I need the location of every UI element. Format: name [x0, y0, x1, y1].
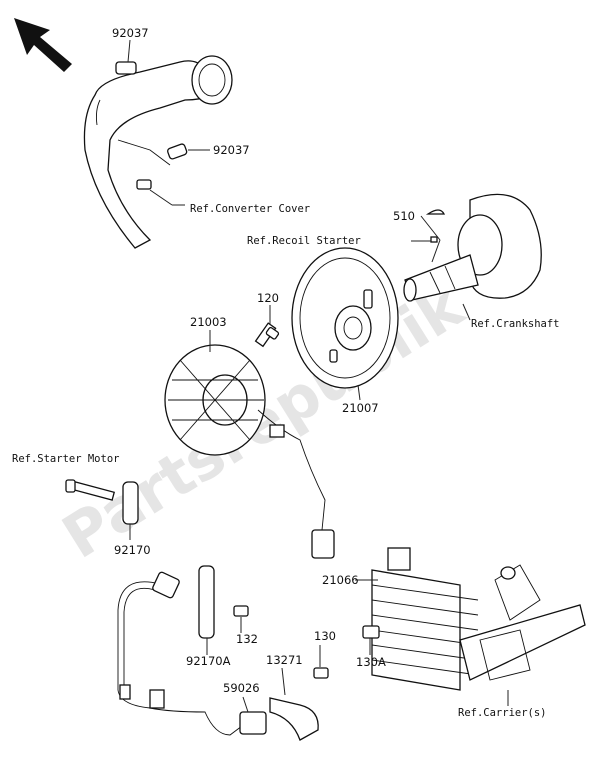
front-direction-arrow-icon: [14, 18, 72, 72]
bolt-132: [233, 605, 249, 617]
ref-starter-motor: Ref.Starter Motor: [12, 453, 119, 465]
ref-carriers: Ref.Carrier(s): [458, 707, 547, 719]
label-92170: 92170: [114, 543, 151, 557]
label-21007: 21007: [342, 401, 379, 415]
clamp-92037-top: [115, 61, 137, 75]
label-130A: 130A: [356, 655, 386, 669]
bolt-130: [313, 667, 329, 679]
woodruff-key-510: [425, 209, 446, 215]
ref-converter-cover: Ref.Converter Cover: [190, 203, 310, 215]
label-21003: 21003: [190, 315, 227, 329]
wire-harness: [117, 571, 251, 736]
ref-recoil-starter: Ref.Recoil Starter: [247, 235, 361, 247]
connector-59026: [239, 711, 267, 735]
flywheel-21007: [291, 247, 399, 389]
bracket-13271: [269, 697, 319, 741]
label-92170A: 92170A: [186, 654, 231, 668]
recoil-starter-pin: [430, 236, 438, 243]
crankshaft: [403, 193, 542, 302]
label-59026: 59026: [223, 681, 260, 695]
carrier: [459, 564, 586, 681]
label-21066: 21066: [322, 573, 359, 587]
clamp-92037-mid: [167, 143, 188, 160]
label-120: 120: [257, 291, 279, 305]
ref-crankshaft: Ref.Crankshaft: [471, 318, 560, 330]
label-510: 510: [393, 209, 415, 223]
bolt-130A: [362, 625, 380, 639]
strap-92170: [122, 481, 139, 525]
label-130: 130: [314, 629, 336, 643]
watermark: Partsrepublik: [51, 270, 477, 573]
label-13271: 13271: [266, 653, 303, 667]
starter-bolt: [65, 479, 116, 501]
label-92037-mid: 92037: [213, 143, 250, 157]
bolt-120: [254, 322, 280, 348]
label-132: 132: [236, 632, 258, 646]
regulator-21066: [371, 547, 479, 691]
strap-92170A: [198, 565, 215, 639]
stator-21003: [164, 344, 335, 559]
label-92037-top: 92037: [112, 26, 149, 40]
converter-duct: [83, 55, 233, 249]
